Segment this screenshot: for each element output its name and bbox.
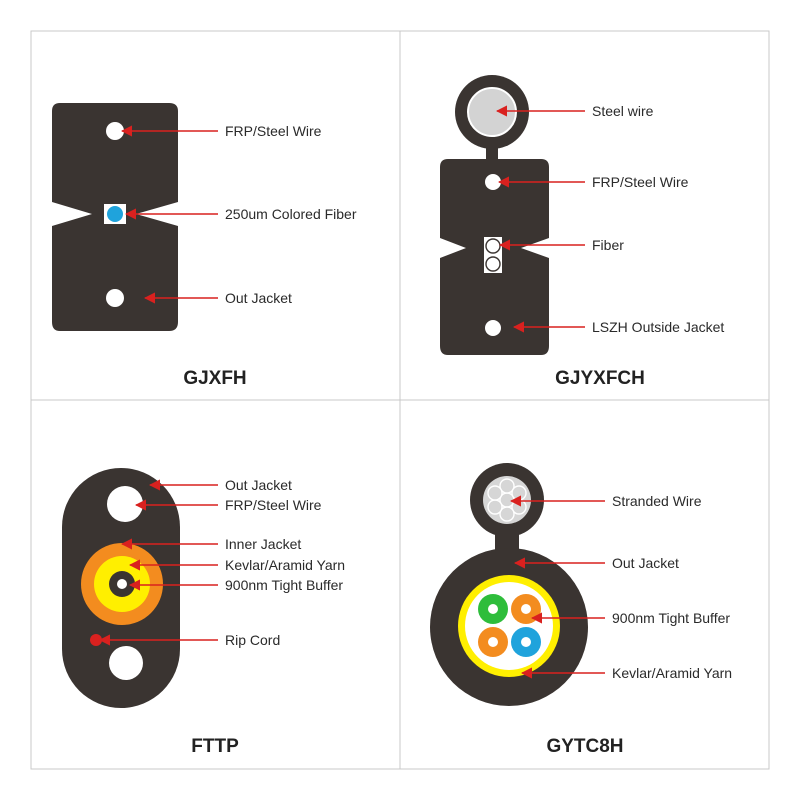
panel-gjyxfch: Steel wire FRP/Steel Wire Fiber LSZH Out… xyxy=(440,75,724,389)
gytc8h-label-kevlar: Kevlar/Aramid Yarn xyxy=(612,665,732,681)
gjxfh-frp-wire-bottom xyxy=(106,289,124,307)
gjxfh-cable-cross-section xyxy=(52,103,178,331)
gjyxfch-neck xyxy=(486,147,498,161)
gjxfh-label-frp: FRP/Steel Wire xyxy=(225,123,322,139)
gjxfh-label-fiber: 250um Colored Fiber xyxy=(225,206,357,222)
gjyxfch-label-jacket: LSZH Outside Jacket xyxy=(592,319,724,335)
gjxfh-label-jacket: Out Jacket xyxy=(225,290,292,306)
gytc8h-cable-cross-section xyxy=(430,463,588,706)
gytc8h-label-buffer: 900nm Tight Buffer xyxy=(612,610,730,626)
gjyxfch-frp-wire-circle xyxy=(485,174,501,190)
gjyxfch-steel-wire xyxy=(467,87,517,137)
gjyxfch-title: GJYXFCH xyxy=(555,368,645,389)
gjyxfch-label-frp: FRP/Steel Wire xyxy=(592,174,689,190)
fttp-label-out-jacket: Out Jacket xyxy=(225,477,292,493)
fttp-cable-cross-section xyxy=(62,468,180,708)
gytc8h-label-out-jacket: Out Jacket xyxy=(612,555,679,571)
fttp-label-buffer: 900nm Tight Buffer xyxy=(225,577,343,593)
gytc8h-wire-strands xyxy=(487,478,527,522)
gytc8h-buffer-area xyxy=(465,582,553,670)
gjyxfch-cable-cross-section xyxy=(440,75,549,355)
gjxfh-frp-wire-circle xyxy=(106,122,124,140)
fttp-label-frp: FRP/Steel Wire xyxy=(225,497,322,513)
gjxfh-title: GJXFH xyxy=(183,368,246,389)
fttp-label-rip-cord: Rip Cord xyxy=(225,632,280,648)
gytc8h-label-stranded: Stranded Wire xyxy=(612,493,702,509)
fttp-title: FTTP xyxy=(191,736,239,757)
fttp-label-kevlar: Kevlar/Aramid Yarn xyxy=(225,557,345,573)
panel-fttp: Out Jacket FRP/Steel Wire Inner Jacket K… xyxy=(62,468,345,757)
fttp-fiber-core xyxy=(117,579,127,589)
fttp-label-inner-jacket: Inner Jacket xyxy=(225,536,301,552)
gjyxfch-label-steel: Steel wire xyxy=(592,103,654,119)
gjxfh-colored-fiber xyxy=(107,206,123,222)
fttp-frp-wire-top xyxy=(107,486,143,522)
gjyxfch-bottom-wire xyxy=(485,320,501,336)
gjyxfch-fiber-top xyxy=(485,238,501,254)
gytc8h-title: GYTC8H xyxy=(546,736,623,757)
gjyxfch-fiber-bottom xyxy=(485,256,501,272)
panel-gytc8h: Stranded Wire Out Jacket 900nm Tight Buf… xyxy=(430,463,732,757)
gjyxfch-label-fiber: Fiber xyxy=(592,237,624,253)
panel-gjxfh: FRP/Steel Wire 250um Colored Fiber Out J… xyxy=(52,103,357,389)
fttp-frp-wire-bottom xyxy=(109,646,143,680)
